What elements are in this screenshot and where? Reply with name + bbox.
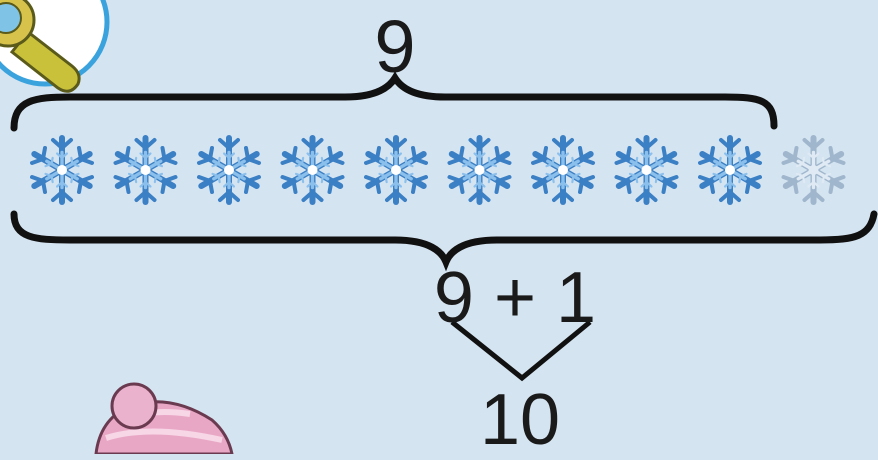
magnifier-icon: [0, 0, 107, 91]
snowflake-light-icon: [784, 138, 844, 202]
snowflake-icon: [617, 138, 677, 202]
snowflake-icon: [283, 138, 343, 202]
snowflake-icon: [32, 138, 92, 202]
sum-expression: 9 + 1: [410, 262, 620, 334]
snowflake-icon: [700, 138, 760, 202]
snowflake-icon: [366, 138, 426, 202]
result-number: 10: [460, 384, 580, 456]
top-number: 9: [355, 10, 435, 84]
snowflake-icon: [199, 138, 259, 202]
snowflake-icon: [450, 138, 510, 202]
winter-hat-icon: [96, 384, 232, 454]
snowflake-icon: [533, 138, 593, 202]
bottom-brace: [14, 214, 874, 262]
snowflake-row: [32, 138, 844, 202]
snowflake-icon: [116, 138, 176, 202]
